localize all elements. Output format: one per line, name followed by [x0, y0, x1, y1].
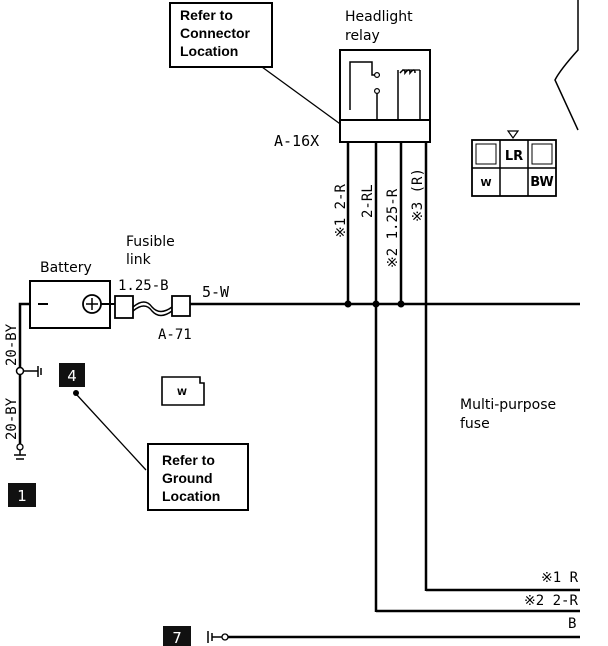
svg-text:1: 1 — [17, 487, 27, 505]
relay-title-line-1: Headlight — [345, 9, 413, 25]
relay-connector-pinout[interactable]: LR W BW — [471, 130, 557, 197]
callout-line-1: Refer to — [180, 7, 233, 23]
right-label-3: B — [568, 616, 576, 632]
right-label-1: ※1 R — [541, 570, 579, 586]
relay-connector-id: A-16X — [274, 132, 319, 150]
body-outline — [554, 0, 579, 131]
w-connector[interactable]: W — [161, 376, 205, 406]
splice-battery — [15, 366, 25, 376]
fuse-label-1: Multi-purpose — [460, 397, 556, 413]
fusible-label-2: link — [126, 252, 152, 268]
ground-callout-line-2: Ground — [162, 470, 213, 486]
wire-label-1: ※1 2-R — [333, 184, 349, 238]
pin-lr: LR — [505, 149, 523, 164]
ground-badge-4[interactable]: 4 — [59, 363, 85, 387]
fusible-label-1: Fusible — [126, 234, 175, 250]
fusible-wire-label: 1.25-B — [118, 278, 169, 294]
relay-title-line-2: relay — [345, 28, 380, 44]
battery-label: Battery — [40, 260, 92, 276]
callout-leader — [261, 66, 344, 127]
badge-4-dot — [73, 390, 79, 396]
ground-callout-line-1: Refer to — [162, 452, 215, 468]
svg-text:4: 4 — [67, 367, 77, 385]
battery-wire-label-bottom: 20-BY — [4, 397, 20, 440]
ground-callout[interactable]: Refer to Ground Location — [147, 443, 249, 511]
battery-wire-label-top: 20-BY — [4, 323, 20, 366]
callout-line-3: Location — [180, 43, 238, 59]
pin-w: W — [480, 178, 491, 189]
fuse-label-2: fuse — [460, 416, 490, 432]
fusible-connector-label: A-71 — [158, 327, 192, 343]
svg-text:7: 7 — [172, 629, 182, 646]
headlight-relay[interactable] — [339, 49, 431, 143]
fusible-link[interactable] — [114, 295, 191, 319]
pin-bw: BW — [530, 175, 554, 190]
svg-text:W: W — [177, 388, 187, 398]
ground-badge-1[interactable]: 1 — [8, 483, 36, 507]
callout-line-2: Connector — [180, 25, 251, 41]
battery-negative-wire — [18, 302, 30, 445]
connector-callout[interactable]: Refer to Connector Location — [169, 2, 273, 68]
ground-badge-7[interactable]: 7 — [163, 626, 191, 646]
battery[interactable] — [29, 280, 115, 329]
wire-label-2: 2-RL — [360, 184, 376, 218]
right-label-2: ※2 2-R — [524, 593, 578, 609]
ground-callout-line-3: Location — [162, 488, 220, 504]
ground-callout-leader — [76, 394, 147, 471]
wire-label-3: ※2 1.25-R — [385, 188, 401, 268]
wire-label-4: ※3 (R) — [410, 168, 426, 222]
main-wire-label: 5-W — [202, 283, 230, 301]
